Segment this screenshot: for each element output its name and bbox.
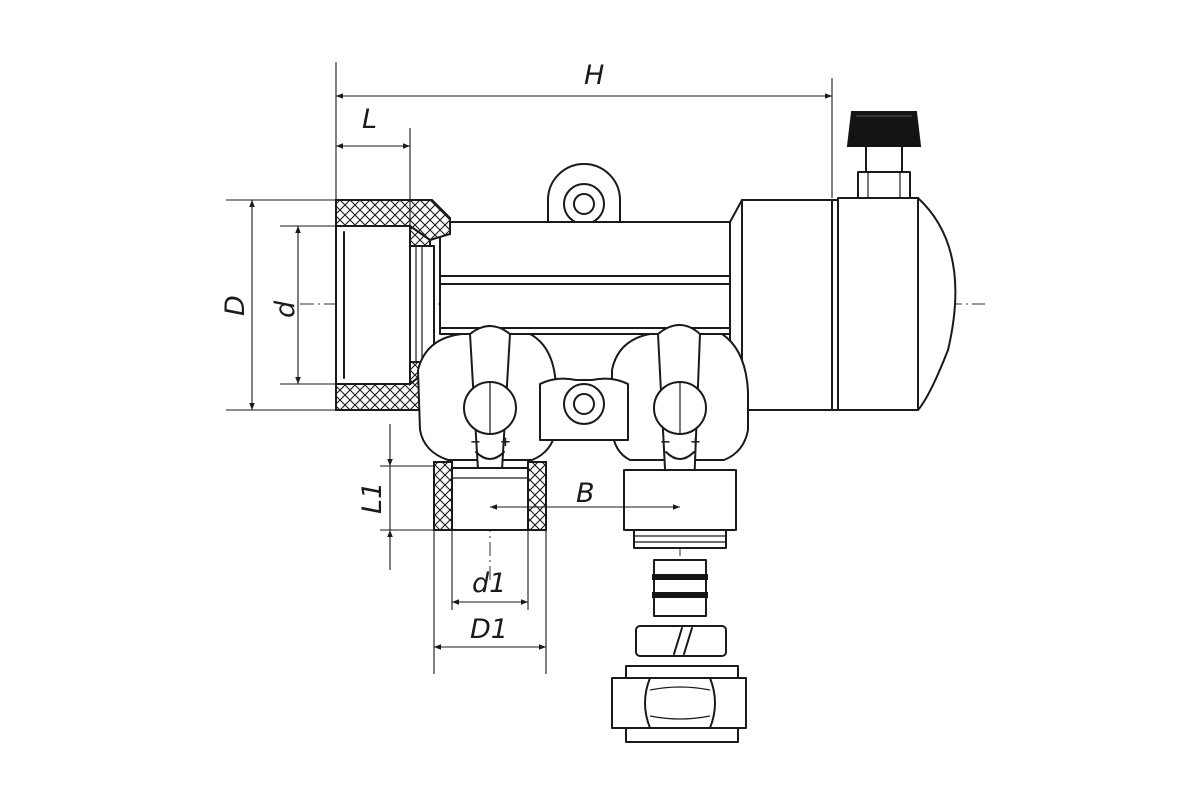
vent-knob-icon	[846, 111, 922, 147]
dimension-D: D	[220, 199, 336, 411]
manifold-body	[439, 221, 731, 335]
dimension-D1: D1	[433, 530, 547, 674]
left-valve-minus-mark: −	[470, 435, 481, 450]
compression-fitting	[611, 625, 747, 743]
dimension-H: H	[335, 60, 833, 200]
right-valve-minus-mark: −	[660, 435, 671, 450]
right-outlet-adapter	[623, 469, 737, 617]
top-mounting-lug	[547, 163, 621, 225]
dimension-d1: d1	[451, 530, 529, 610]
dimension-L: L	[336, 104, 411, 226]
dimension-label-L1: L1	[357, 482, 388, 514]
dimension-label-d: d	[270, 300, 301, 318]
dimension-L1: L1	[357, 424, 434, 570]
dimension-label-d1: d1	[472, 568, 506, 599]
dimension-B: B	[490, 478, 680, 510]
dimension-label-B: B	[576, 478, 595, 509]
right-valve-plus-mark: +	[690, 435, 701, 450]
inlet-female-thread-section	[335, 199, 451, 411]
right-valve-handle[interactable]: − +	[653, 324, 707, 495]
dimension-label-D1: D1	[470, 614, 508, 645]
air-vent-assembly	[837, 111, 957, 411]
left-valve-plus-mark: +	[500, 435, 511, 450]
left-outlet-section	[433, 461, 547, 531]
dimension-label-D: D	[220, 295, 251, 316]
dimension-d: d	[270, 225, 336, 385]
dimension-label-H: H	[584, 60, 604, 91]
dimension-label-L: L	[362, 104, 377, 135]
